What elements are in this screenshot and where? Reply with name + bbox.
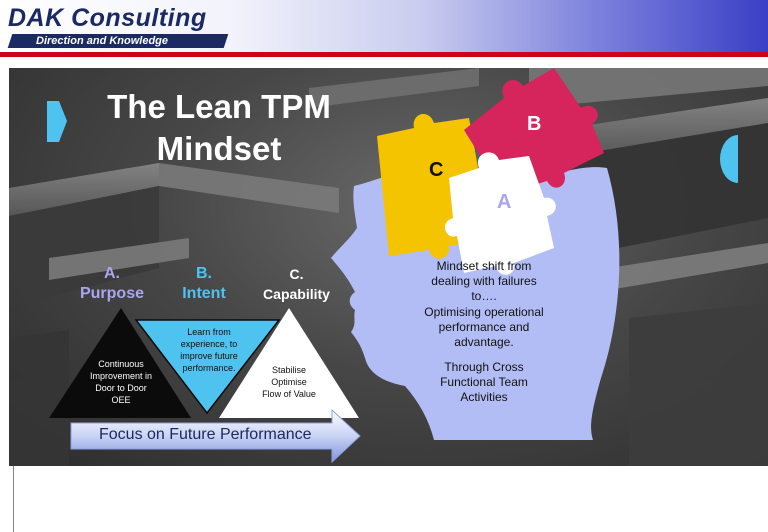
head-text-line: dealing with failures [431,274,537,288]
purpose-letter: A. [104,265,120,282]
intent-line: experience, to [180,339,238,349]
purpose-triangle [49,308,191,418]
purpose-line: Door to Door [95,383,147,393]
left-chevron-icon [47,101,67,142]
company-logo-title: DAK Consulting [8,4,207,32]
optimising-text: Optimising operational performance and a… [394,305,574,350]
slide-title: The Lean TPM Mindset [69,86,369,170]
purpose-line: Improvement in [89,371,153,381]
capability-name: Capability [263,286,330,302]
head-text-line: to…. [471,289,497,303]
purpose-line: OEE [111,395,131,405]
slide-canvas: C B A The Lean TPM Mindset A. Purpose B.… [9,68,768,466]
intent-name: Intent [182,285,226,302]
footer-guide-line [13,466,14,532]
capability-triangle [219,308,359,418]
puzzle-piece-a [444,152,556,275]
capability-line: Optimise [271,377,307,387]
slide-title-line1: The Lean TPM [107,88,331,125]
intent-description: Learn from experience, to improve future… [159,326,259,374]
intent-label: B. Intent [159,264,249,304]
capability-label: C. Capability [249,264,344,304]
focus-arrow-label: Focus on Future Performance [99,426,312,443]
intent-letter: B. [196,265,212,282]
puzzle-label-b: B [527,113,541,135]
head-text-line: Optimising operational [424,305,544,319]
slide-title-line2: Mindset [156,130,282,167]
intent-triangle [134,319,281,415]
purpose-description: Continuous Improvement in Door to Door O… [71,358,171,406]
intent-line: improve future [180,351,238,361]
purpose-name: Purpose [79,285,144,302]
header-banner: DAK Consulting Direction and Knowledge [0,0,768,52]
company-tagline: Direction and Knowledge [36,35,169,47]
intent-line: performance. [182,363,236,373]
purpose-line: Continuous [98,359,144,369]
header-divider [0,52,768,57]
capability-line: Stabilise [271,365,307,375]
capability-description: Stabilise Optimise Flow of Value [241,364,337,400]
head-text-line: advantage. [454,335,514,349]
puzzle-label-c: C [429,159,443,181]
cross-functional-text: Through Cross Functional Team Activities [404,360,564,405]
right-half-circle-icon [720,135,738,183]
head-text-line: Mindset shift from [436,259,532,273]
capability-letter: C. [289,266,304,282]
head-text-line: Activities [460,390,508,404]
purpose-label: A. Purpose [67,264,157,304]
head-text-line: Functional Team [440,375,528,389]
puzzle-label-a: A [497,191,511,213]
focus-arrow [70,408,361,464]
head-text-line: Through Cross [444,360,524,374]
mindset-shift-text: Mindset shift from dealing with failures… [404,259,564,304]
capability-line: Flow of Value [262,389,316,399]
maze-walls [9,68,768,466]
maze-background: C B A [9,68,768,466]
intent-line: Learn from [187,327,231,337]
head-text-line: performance and [438,320,530,334]
